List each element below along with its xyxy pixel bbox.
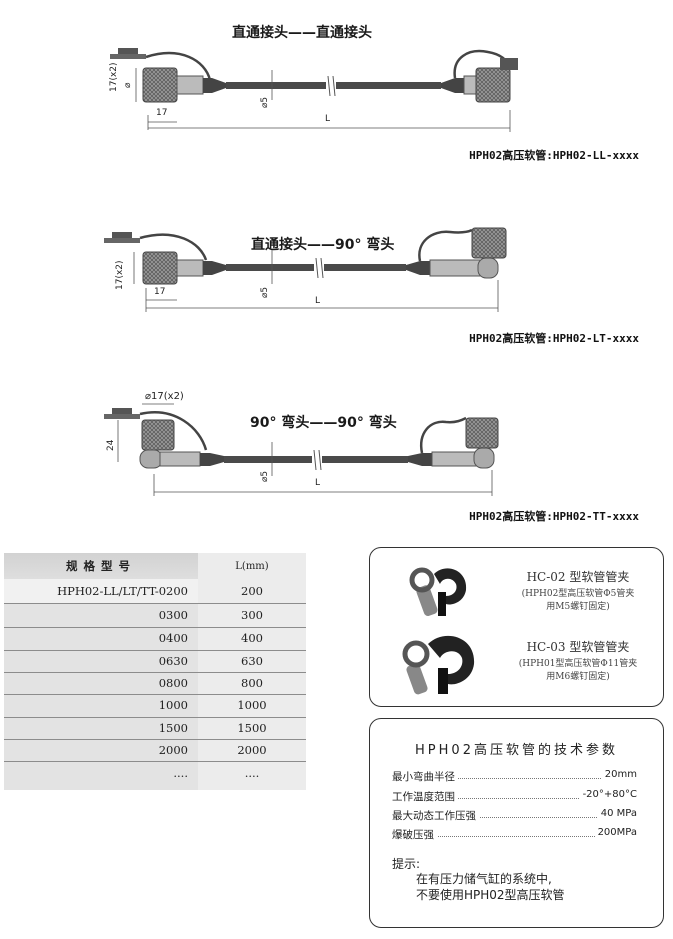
- param-value: 20mm: [601, 769, 637, 780]
- param-label: 最大动态工作压强: [392, 808, 479, 823]
- hc-02-clip-icon: [409, 567, 467, 617]
- cell-model: 2000: [158, 743, 188, 757]
- table-row: 1500 1500: [4, 718, 306, 739]
- table-row: 0400 400: [4, 628, 306, 649]
- right-knurled-nut-icon: [475, 67, 511, 103]
- dim-length: L: [325, 114, 331, 124]
- cell-model: 1500: [158, 721, 188, 735]
- header-length: L(mm): [235, 561, 269, 572]
- hose-icon: [226, 82, 326, 89]
- param-label: 最小弯曲半径: [392, 769, 458, 784]
- cell-model: HPH02-LL/LT/TT-0200: [57, 584, 188, 598]
- tech-params-title: HPH02高压软管的技术参数: [415, 743, 618, 758]
- dim-length: L: [315, 478, 321, 488]
- dim-width: 17: [156, 108, 168, 118]
- cell-model: 0400: [158, 631, 188, 645]
- diagram-1-caption: HPH02高压软管:HPH02-LL-xxxx: [469, 149, 639, 162]
- param-value: 40 MPa: [597, 808, 637, 819]
- cell-length: ....: [244, 766, 260, 780]
- diagram-1-title: 直通接头——直通接头: [232, 25, 372, 41]
- cell-model: 1000: [158, 698, 188, 712]
- table-row: 0300 300: [4, 605, 306, 626]
- param-row: 爆破压强 200MPa: [392, 827, 637, 843]
- left-cap-icon: [110, 48, 212, 81]
- diagram-3-title: 90° 弯头——90° 弯头: [250, 415, 397, 431]
- dim-tube: ⌀5: [260, 286, 270, 298]
- dim-width: 17: [154, 287, 166, 297]
- dim-diameter: ⌀: [123, 82, 133, 88]
- table-row: 1000 1000: [4, 695, 306, 716]
- diagram-2-drawing: [104, 227, 507, 312]
- table-row: HPH02-LL/LT/TT-0200 200: [4, 581, 306, 602]
- tip-label: 提示:: [392, 857, 421, 871]
- diagram-3-drawing: [104, 403, 499, 496]
- cell-model: 0630: [158, 654, 188, 668]
- hc-03-title: HC-03 型软管管夹: [526, 640, 630, 654]
- cell-model: ....: [173, 766, 188, 780]
- dim-diameter: ⌀17(x2): [145, 391, 184, 402]
- diagram-1-drawing: [110, 48, 518, 132]
- tech-params-panel: HPH02高压软管的技术参数 最小弯曲半径 20mm 工作温度范围 -20°+80°…: [369, 718, 664, 928]
- cell-length: 1000: [237, 698, 267, 712]
- dim-height: 24: [106, 439, 116, 451]
- hc-03-clip-icon: [402, 635, 475, 695]
- param-value: 200MPa: [594, 827, 637, 838]
- param-row: 工作温度范围 -20°+80°C: [392, 789, 637, 805]
- table-row: 0630 630: [4, 651, 306, 672]
- cell-length: 2000: [237, 743, 267, 757]
- dim-height: 17(x2): [115, 260, 125, 290]
- diagram-2-title: 直通接头——90° 弯头: [251, 237, 395, 253]
- elbow-fitting-icon: [429, 259, 481, 277]
- dim-length: L: [315, 296, 321, 306]
- cell-length: 630: [241, 654, 263, 668]
- cell-length: 300: [241, 608, 263, 622]
- cell-length: 800: [241, 676, 263, 690]
- spec-table-header: 规格型号 L(mm): [4, 556, 306, 577]
- cell-length: 400: [241, 631, 263, 645]
- cell-model: 0300: [158, 608, 188, 622]
- param-label: 工作温度范围: [392, 789, 458, 804]
- hc-02-title: HC-02 型软管管夹: [526, 570, 630, 584]
- param-label: 爆破压强: [392, 827, 437, 842]
- cell-length: 200: [241, 584, 263, 598]
- header-model: 规格型号: [66, 559, 136, 573]
- dim-tube: ⌀5: [260, 96, 270, 108]
- dim-tube: ⌀5: [260, 470, 270, 482]
- hose-clips-panel: HC-02 型软管管夹 (HPH02型高压软管Φ5管夹 用M5螺钉固定) HC-…: [369, 547, 664, 707]
- dim-height: 17(x2): [109, 62, 119, 92]
- param-row: 最小弯曲半径 20mm: [392, 769, 637, 785]
- diagram-2-caption: HPH02高压软管:HPH02-LT-xxxx: [469, 332, 639, 345]
- param-value: -20°+80°C: [579, 789, 637, 800]
- diagram-3-caption: HPH02高压软管:HPH02-TT-xxxx: [469, 510, 639, 523]
- hc-03-note: (HPH01型高压软管Φ11管夹 用M6螺钉固定): [518, 659, 638, 682]
- table-row: 0800 800: [4, 673, 306, 694]
- tip-text: 在有压力储气缸的系统中, 不要使用HPH02型高压软管: [416, 872, 565, 902]
- spec-table: 规格型号 L(mm) HPH02-LL/LT/TT-0200 200 0300 30…: [4, 553, 306, 790]
- hc-02-note: (HPH02型高压软管Φ5管夹 用M5螺钉固定): [521, 589, 635, 612]
- table-row: 2000 2000: [4, 740, 306, 761]
- cell-model: 0800: [158, 676, 188, 690]
- param-row: 最大动态工作压强 40 MPa: [392, 808, 637, 824]
- left-knurled-nut-icon: [142, 67, 178, 103]
- table-row: ........: [4, 763, 306, 784]
- cell-length: 1500: [237, 721, 267, 735]
